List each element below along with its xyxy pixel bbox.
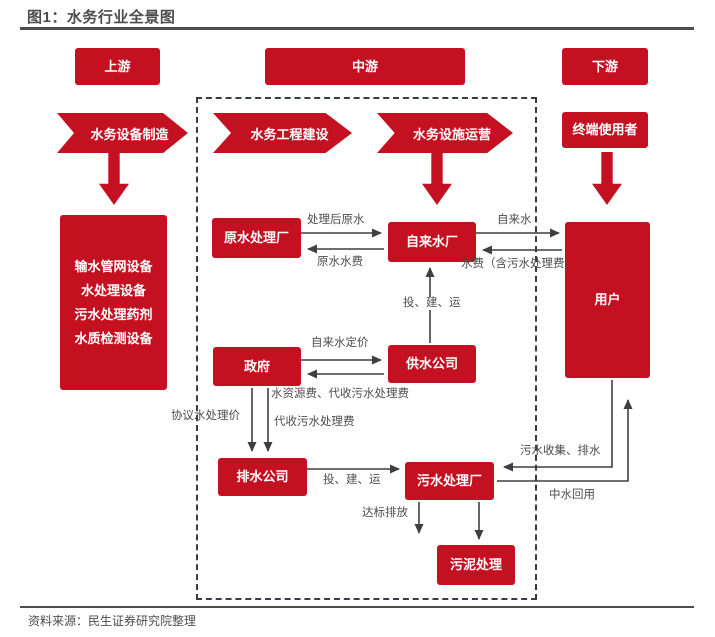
upstream-products-box: 输水管网设备 水处理设备 污水处理药剂 水质检测设备 [60,215,167,390]
product-quality-testing-equipment: 水质检测设备 [74,330,153,346]
edge-label-tap-water: 自来水 [497,214,532,226]
node-water-supply-co: 供水公司 [388,345,476,383]
down-arrow-equipment-icon [99,152,129,205]
stage-end-user-box: 终端使用者 [562,112,648,148]
edge-label-standard-discharge: 达标排放 [362,507,408,519]
stage-operation-chevron: 水务设施运营 [377,113,513,153]
midstream-boundary-box [196,97,537,600]
edge-label-tap-water-pricing: 自来水定价 [311,337,369,349]
tier-upstream-box: 上游 [75,48,160,85]
product-sewage-chemicals: 污水处理药剂 [74,306,153,322]
edge-label-invest-build-operate-supply: 投、建、运 [401,297,463,310]
product-pipeline-equipment: 输水管网设备 [74,258,153,274]
node-raw-water-plant: 原水处理厂 [212,218,301,258]
stage-equipment-chevron: 水务设备制造 [57,113,188,153]
stage-construction-label: 水务工程建设 [250,126,329,142]
edge-label-reclaimed-water: 中水回用 [549,489,595,501]
tier-midstream-box: 中游 [265,48,465,85]
stage-equipment-label: 水务设备制造 [90,126,169,142]
edge-label-water-fee: 水费（含污水处理费） [461,258,576,270]
title-underline [20,27,694,30]
figure-source: 资料来源：民生证券研究院整理 [28,614,197,628]
tier-downstream-box: 下游 [562,48,648,85]
node-users: 用户 [565,222,650,378]
down-arrow-end-user-icon [592,152,622,205]
node-sewage-plant: 污水处理厂 [405,462,494,500]
edge-label-invest-build-operate-drainage: 投、建、运 [323,474,381,486]
edge-label-collected-sewage-fee: 代收污水处理费 [274,416,355,428]
stage-operation-label: 水务设施运营 [412,126,491,142]
node-sludge-treatment: 污泥处理 [437,545,515,585]
edge-label-raw-water-fee: 原水水费 [317,256,363,268]
figure-title: 图1：水务行业全景图 [27,9,176,26]
node-tap-water-plant: 自来水厂 [388,222,476,262]
node-government: 政府 [213,347,301,386]
figure-bottom-rule [20,606,694,608]
product-water-treatment-equipment: 水处理设备 [80,282,146,298]
edge-label-resource-fee: 水资源费、代收污水处理费 [271,388,409,400]
edge-label-agreed-treatment-price: 协议水处理价 [171,410,240,422]
edge-label-sewage-collection: 污水收集、排水 [520,445,601,457]
node-drainage-co: 排水公司 [218,458,307,496]
edge-label-treated-raw-water: 处理后原水 [307,214,365,226]
stage-construction-chevron: 水务工程建设 [213,113,352,153]
